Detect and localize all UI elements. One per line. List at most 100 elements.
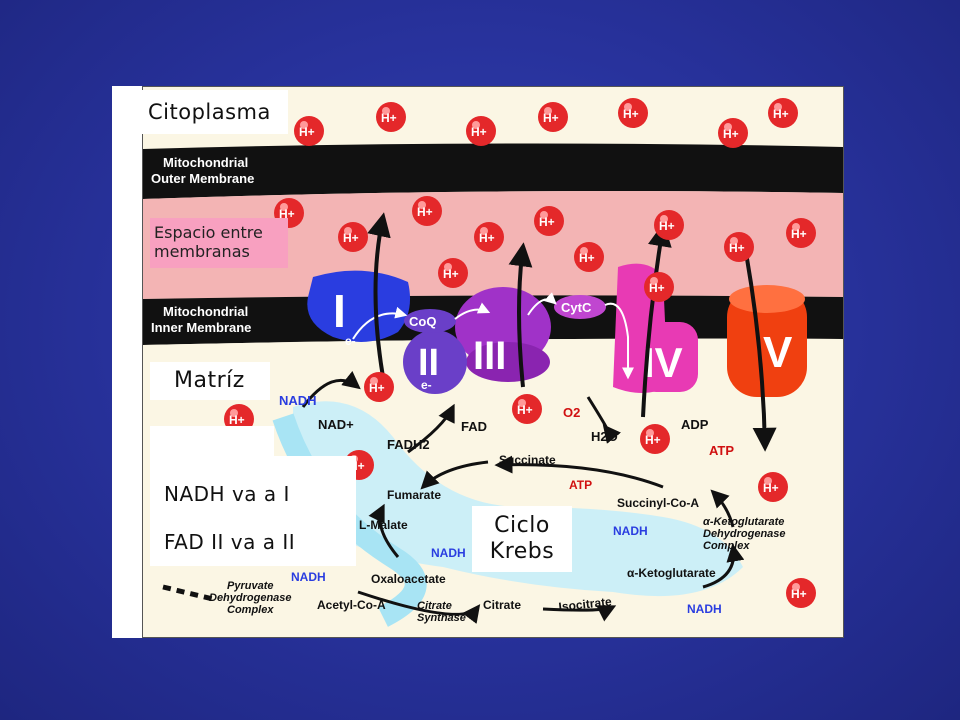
proton-icon: H+	[466, 116, 496, 146]
proton-icon: H+	[718, 118, 748, 148]
electron-path-coq-iii	[454, 302, 491, 320]
svg-text:H+: H+	[659, 219, 675, 233]
note-box-top	[150, 426, 274, 460]
akg-dh-label-1: α-Ketoglutarate	[703, 516, 784, 528]
atp-label-2: ATP	[569, 478, 592, 492]
nadh-nad-arc	[301, 370, 361, 408]
succinate-label: Succinate	[499, 453, 556, 467]
svg-text:H+: H+	[645, 433, 661, 447]
complex-iii-label: III	[473, 334, 506, 378]
svg-text:H+: H+	[443, 267, 459, 281]
svg-text:H+: H+	[229, 413, 245, 427]
electron-label-i: e-	[345, 334, 356, 348]
citrate-synthase-label-1: Citrate	[417, 600, 452, 612]
svg-text:H+: H+	[623, 107, 639, 121]
electron-path-iii-cytc	[527, 292, 557, 316]
complex-v-label: V	[763, 328, 793, 377]
inner-membrane-label-1: Mitochondrial	[163, 304, 248, 319]
left-strip	[112, 86, 144, 638]
svg-text:H+: H+	[479, 231, 495, 245]
svg-text:H+: H+	[543, 111, 559, 125]
proton-icon: H+	[724, 232, 754, 262]
nadh-label-4: NADH	[291, 570, 326, 584]
nadh-label-3: NADH	[431, 546, 466, 560]
akg-dh-label-2: Dehydrogenase	[703, 528, 786, 540]
citrate-synthase-label-2: Synthase	[417, 612, 466, 624]
svg-text:H+: H+	[773, 107, 789, 121]
nadh-label-5: NADH	[687, 602, 722, 616]
svg-text:H+: H+	[723, 127, 739, 141]
complex-v: V	[727, 285, 807, 397]
acetylcoa-label: Acetyl-Co-A	[317, 598, 386, 612]
atp-synthase-arrow	[743, 246, 777, 452]
oxaloacetate-malate-arrow	[368, 503, 400, 558]
svg-text:H+: H+	[729, 241, 745, 255]
proton-icon: H+	[574, 242, 604, 272]
atp-label-1: ATP	[709, 443, 734, 458]
proton-icon: H+	[640, 424, 670, 454]
citrate-label: Citrate	[483, 598, 521, 612]
coq-label: CoQ	[409, 314, 436, 329]
svg-text:H+: H+	[279, 207, 295, 221]
fadh2-label: FADH2	[387, 437, 430, 452]
succinylcoa-label: Succinyl-Co-A	[617, 496, 699, 510]
svg-text:H+: H+	[417, 205, 433, 219]
electron-label-ii: e-	[421, 378, 432, 392]
fadh2-fad-arc	[407, 403, 455, 454]
adp-label: ADP	[681, 417, 709, 432]
pdh-label-2: Dehydrogenase	[209, 592, 292, 604]
nad-label: NAD+	[318, 417, 354, 432]
svg-text:H+: H+	[791, 227, 807, 241]
outer-membrane-label-2: Outer Membrane	[151, 171, 254, 186]
proton-icon: H+	[654, 210, 684, 240]
proton-icon: H+	[412, 196, 442, 226]
svg-text:H+: H+	[791, 587, 807, 601]
proton-icon: H+	[338, 222, 368, 252]
oxaloacetate-label: Oxaloacetate	[371, 572, 446, 586]
complex-ii: II	[403, 330, 467, 394]
complex-i-label: I	[333, 285, 346, 337]
succinylcoa-succinate-arrow	[494, 455, 664, 489]
akg-label: α-Ketoglutarate	[627, 566, 716, 580]
nadh-label-1: NADH	[279, 393, 317, 408]
proton-icon: H+	[768, 98, 798, 128]
proton-icon: H+	[786, 218, 816, 248]
svg-text:H+: H+	[343, 231, 359, 245]
proton-icon: H+	[438, 258, 468, 288]
complex-iii: III	[455, 287, 551, 382]
note-box: NADH va a I FAD II va a II	[150, 456, 356, 566]
electron-path-cytc-iv	[604, 302, 634, 380]
proton-icon: H+	[618, 98, 648, 128]
outer-membrane-label-1: Mitochondrial	[163, 155, 248, 170]
pump-arrow-iii	[508, 242, 533, 388]
svg-text:H+: H+	[381, 111, 397, 125]
inner-membrane-label-2: Inner Membrane	[151, 320, 251, 335]
proton-icon: H+	[644, 272, 674, 302]
h2o-label: H2O	[591, 429, 618, 444]
o2-h2o-arc	[586, 396, 622, 444]
proton-icon: H+	[538, 102, 568, 132]
krebs-flow-area	[293, 401, 743, 597]
proton-icon: H+	[376, 102, 406, 132]
note-line-fad: FAD II va a II	[164, 530, 296, 554]
svg-text:H+: H+	[299, 125, 315, 139]
proton-icon: H+	[534, 206, 564, 236]
svg-text:H+: H+	[763, 481, 779, 495]
svg-text:H+: H+	[539, 215, 555, 229]
proton-icon: H+	[294, 116, 324, 146]
cytoplasm-label: Citoplasma	[142, 90, 288, 134]
coq-carrier: CoQ	[404, 309, 456, 333]
cytc-carrier: CytC	[554, 295, 606, 319]
outer-membrane	[143, 143, 843, 199]
pdh-label-3: Complex	[227, 604, 274, 616]
proton-icon: H+	[474, 222, 504, 252]
svg-text:H+: H+	[649, 281, 665, 295]
svg-text:H+: H+	[579, 251, 595, 265]
akg-dh-label-3: Complex	[703, 540, 750, 552]
pyruvate-dashed-arrow	[162, 584, 214, 602]
svg-text:H+: H+	[517, 403, 533, 417]
l-malate-label: L-Malate	[359, 518, 408, 532]
krebs-cycle-label: Ciclo Krebs	[472, 506, 572, 572]
note-line-nadh: NADH va a I	[164, 482, 290, 506]
citrate-isocitrate-arrow	[542, 605, 617, 622]
